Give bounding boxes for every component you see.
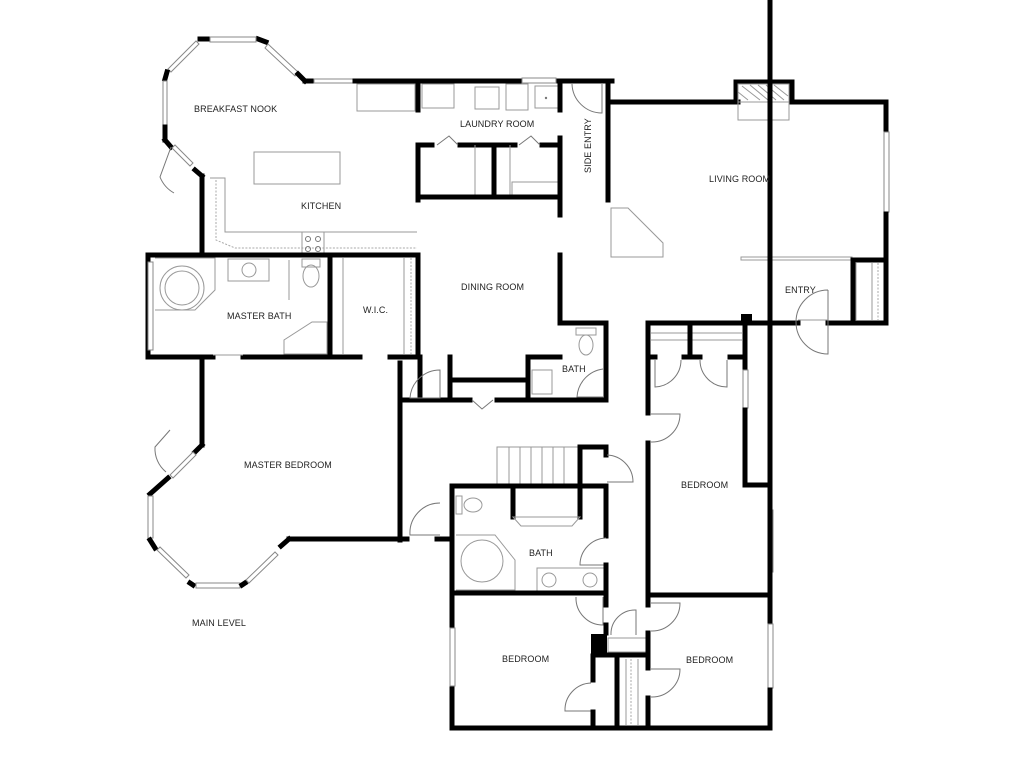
living-room-walls bbox=[610, 79, 890, 326]
stairs bbox=[496, 444, 634, 488]
room-label-kitchen: KITCHEN bbox=[301, 201, 341, 211]
east-bedroom-walls bbox=[645, 320, 774, 601]
room-label-master-bedroom: MASTER BEDROOM bbox=[244, 460, 332, 470]
half-bath-fixtures bbox=[531, 327, 604, 398]
side-entry-walls bbox=[568, 78, 741, 203]
entry-walls bbox=[741, 257, 889, 355]
room-label-hall-bath: BATH bbox=[529, 548, 553, 558]
room-label-bedroom-southwest: BEDROOM bbox=[502, 654, 549, 664]
room-label-master-bath: MASTER BATH bbox=[227, 311, 291, 321]
master-bath-walls bbox=[145, 252, 423, 360]
south-bedrooms-walls bbox=[449, 0, 774, 731]
room-label-dining-room: DINING ROOM bbox=[461, 282, 524, 292]
room-label-laundry-room: LAUNDRY ROOM bbox=[460, 119, 534, 129]
room-label-bedroom-southeast: BEDROOM bbox=[686, 655, 733, 665]
room-label-breakfast-nook: BREAKFAST NOOK bbox=[194, 104, 277, 114]
master-bedroom-walls bbox=[146, 354, 453, 589]
room-label-living-room: LIVING ROOM bbox=[709, 174, 770, 184]
laundry-walls bbox=[415, 77, 563, 218]
fireplace-icon bbox=[737, 83, 790, 103]
stove-icon bbox=[301, 231, 325, 256]
kitchen-island bbox=[253, 151, 341, 185]
hall-bath-walls bbox=[449, 483, 609, 731]
room-label-bedroom-east: BEDROOM bbox=[681, 480, 728, 490]
nook-door-swing bbox=[159, 146, 175, 194]
dining-room-walls bbox=[397, 252, 609, 543]
hall-bath-tub-icon bbox=[460, 539, 504, 583]
room-label-wic: W.I.C. bbox=[363, 305, 388, 315]
level-label: MAIN LEVEL bbox=[192, 618, 246, 628]
room-label-half-bath: BATH bbox=[562, 364, 586, 374]
room-label-side-entry: SIDE ENTRY bbox=[583, 118, 593, 173]
room-label-entry: ENTRY bbox=[785, 285, 816, 295]
corner-tub-icon bbox=[159, 265, 205, 311]
